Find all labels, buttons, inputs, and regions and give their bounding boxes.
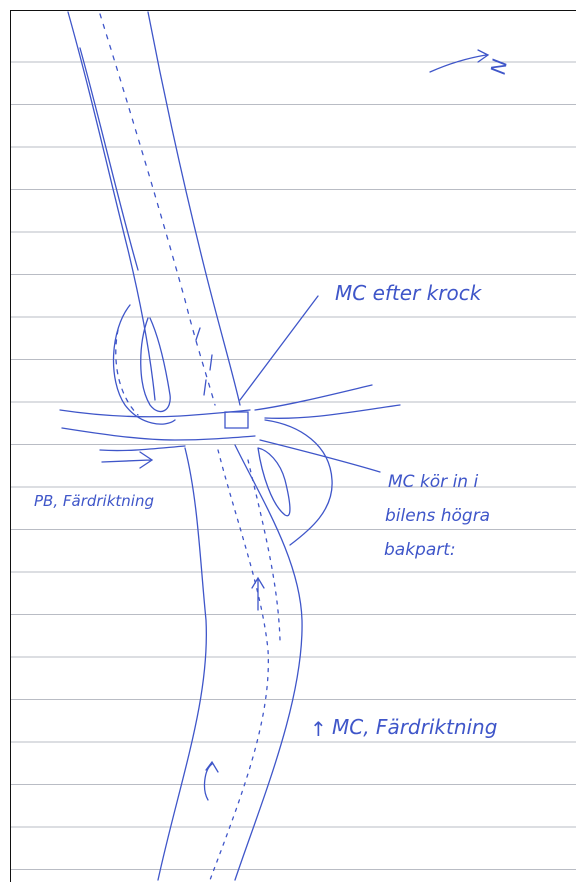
lower-road-lane-dashes <box>210 450 268 880</box>
upper-road-centre-line <box>100 14 215 405</box>
crossing-road-west-upper <box>60 410 250 417</box>
crossing-road-east-upper <box>255 385 372 410</box>
lower-lane-arrow <box>252 578 264 610</box>
pb-direction-arrow <box>102 452 152 468</box>
notebook-rule-lines <box>11 62 576 870</box>
label-mc-hits-line1: MC kör in i <box>388 472 478 492</box>
leader-mc-after-crash <box>240 296 318 400</box>
label-mc-hits-line2: bilens högra <box>385 506 490 526</box>
crossing-road-west-bottom <box>100 446 185 451</box>
lower-road-west-edge <box>158 448 206 880</box>
label-mc-after-crash: MC efter krock <box>335 281 483 305</box>
road-outlines <box>60 12 488 880</box>
north-arrow <box>430 50 488 72</box>
crossing-road-west-lower <box>62 428 255 440</box>
upper-road-east-edge <box>148 12 240 405</box>
label-mc-direction: MC, Färdriktning <box>332 715 497 739</box>
east-island <box>258 448 290 516</box>
label-pb-direction: PB, Färdriktning <box>34 492 154 510</box>
crossing-road-east-lower <box>265 405 400 418</box>
lower-turn-arrow <box>205 762 218 800</box>
label-mc-hits-line3: bakpart: <box>384 540 456 560</box>
upper-road-west-edge-2 <box>80 48 138 270</box>
north-mark: N <box>486 57 512 76</box>
label-mc-direction-arrow: ↑ <box>310 717 327 741</box>
